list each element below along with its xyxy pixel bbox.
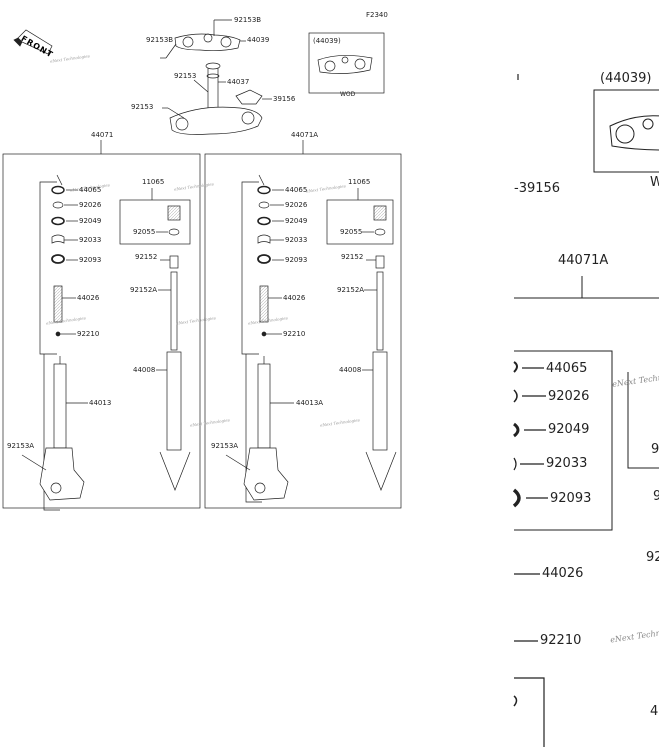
- label-92153B-left: 92153B: [146, 36, 174, 44]
- zoom-seal-stack: [512, 74, 548, 747]
- label-11065-right: 11065: [348, 178, 371, 186]
- zoom-cut-4: 4: [650, 704, 659, 719]
- label-92026-right: 92026: [285, 201, 308, 209]
- left-outer-tube-part: [156, 255, 191, 491]
- zoom-label-92026: 92026: [548, 389, 590, 404]
- zoom-label-92093: 92093: [550, 491, 592, 506]
- label-92152A-right: 92152A: [337, 286, 365, 294]
- zoom-label-92033: 92033: [546, 456, 588, 471]
- label-44026-right: 44026: [283, 294, 306, 302]
- zoom-label-44071A: 44071A: [558, 253, 609, 268]
- label-92049-right: 92049: [285, 217, 308, 225]
- left-inner-tube-part: [21, 356, 88, 501]
- zoom-label-92210: 92210: [540, 633, 582, 648]
- label-92093-right: 92093: [285, 256, 308, 264]
- label-92153A-right: 92153A: [211, 442, 239, 450]
- label-92033-left: 92033: [79, 236, 102, 244]
- label-44037: 44037: [227, 78, 250, 86]
- label-92055-left: 92055: [133, 228, 156, 236]
- right-outer-tube-part: [362, 255, 397, 491]
- inset-label-44039: (44039): [313, 37, 341, 45]
- zoom-label-44026: 44026: [542, 566, 584, 581]
- right-cartridge-box: [326, 199, 394, 245]
- left-fork-assembly-box: [2, 153, 201, 509]
- label-92153-left: 92153: [131, 103, 154, 111]
- zoom-label-92049: 92049: [548, 422, 590, 437]
- zoom-label-44065: 44065: [546, 361, 588, 376]
- label-44008-left: 44008: [133, 366, 156, 374]
- cover-39156-part: [235, 89, 272, 105]
- zoom-cut-92: 92: [646, 550, 659, 565]
- label-92152A-left: 92152A: [130, 286, 158, 294]
- zoom-cut-w: W: [650, 175, 659, 190]
- label-92033-right: 92033: [285, 236, 308, 244]
- zoom-label-39156: -39156: [514, 181, 561, 196]
- left-seal-stack: [51, 185, 78, 264]
- label-44013: 44013: [89, 399, 112, 407]
- label-92026-left: 92026: [79, 201, 102, 209]
- zoom-cut-9b: 9: [653, 489, 659, 504]
- label-44013A: 44013A: [296, 399, 324, 407]
- zoom-label-44039: (44039): [600, 71, 652, 86]
- inset-caption: WOD: [340, 91, 356, 98]
- left-cartridge-box: [119, 199, 191, 245]
- label-92153A-left: 92153A: [7, 442, 35, 450]
- label-92055-right: 92055: [340, 228, 363, 236]
- label-92153-mid: 92153: [174, 72, 197, 80]
- right-seal-stack: [257, 185, 284, 264]
- zoom-cut-9a: 9: [651, 442, 659, 457]
- label-92153B-top: 92153B: [234, 16, 262, 24]
- label-44026-left: 44026: [77, 294, 100, 302]
- right-inner-tube-part: [225, 356, 294, 501]
- inset-box: [308, 32, 385, 94]
- right-spring-part: [259, 285, 282, 337]
- label-92210-left: 92210: [77, 330, 100, 338]
- inset-bracket-part: [317, 55, 373, 74]
- right-cartridge-part: [362, 205, 387, 236]
- front-arrow-icon: [13, 29, 53, 55]
- left-cartridge-part: [156, 205, 181, 236]
- zoom-inset-bracket-part: [609, 115, 659, 151]
- label-92152-right: 92152: [341, 253, 364, 261]
- label-44071A: 44071A: [291, 131, 319, 139]
- label-92093-left: 92093: [79, 256, 102, 264]
- label-44008-right: 44008: [339, 366, 362, 374]
- zoom-inset-box: [593, 89, 659, 173]
- label-92152-left: 92152: [135, 253, 158, 261]
- label-92210-right: 92210: [283, 330, 306, 338]
- bottom-bracket-part: [162, 106, 263, 135]
- label-44065-right: 44065: [285, 186, 308, 194]
- top-bracket-part: [160, 19, 246, 59]
- label-39156: 39156: [273, 95, 296, 103]
- left-spring-part: [53, 285, 76, 337]
- label-44039: 44039: [247, 36, 270, 44]
- label-44065-left: 44065: [79, 186, 102, 194]
- label-11065-left: 11065: [142, 178, 165, 186]
- label-92049-left: 92049: [79, 217, 102, 225]
- label-44071: 44071: [91, 131, 114, 139]
- diagram-code: F2340: [366, 11, 388, 19]
- right-fork-assembly-box: [204, 153, 402, 509]
